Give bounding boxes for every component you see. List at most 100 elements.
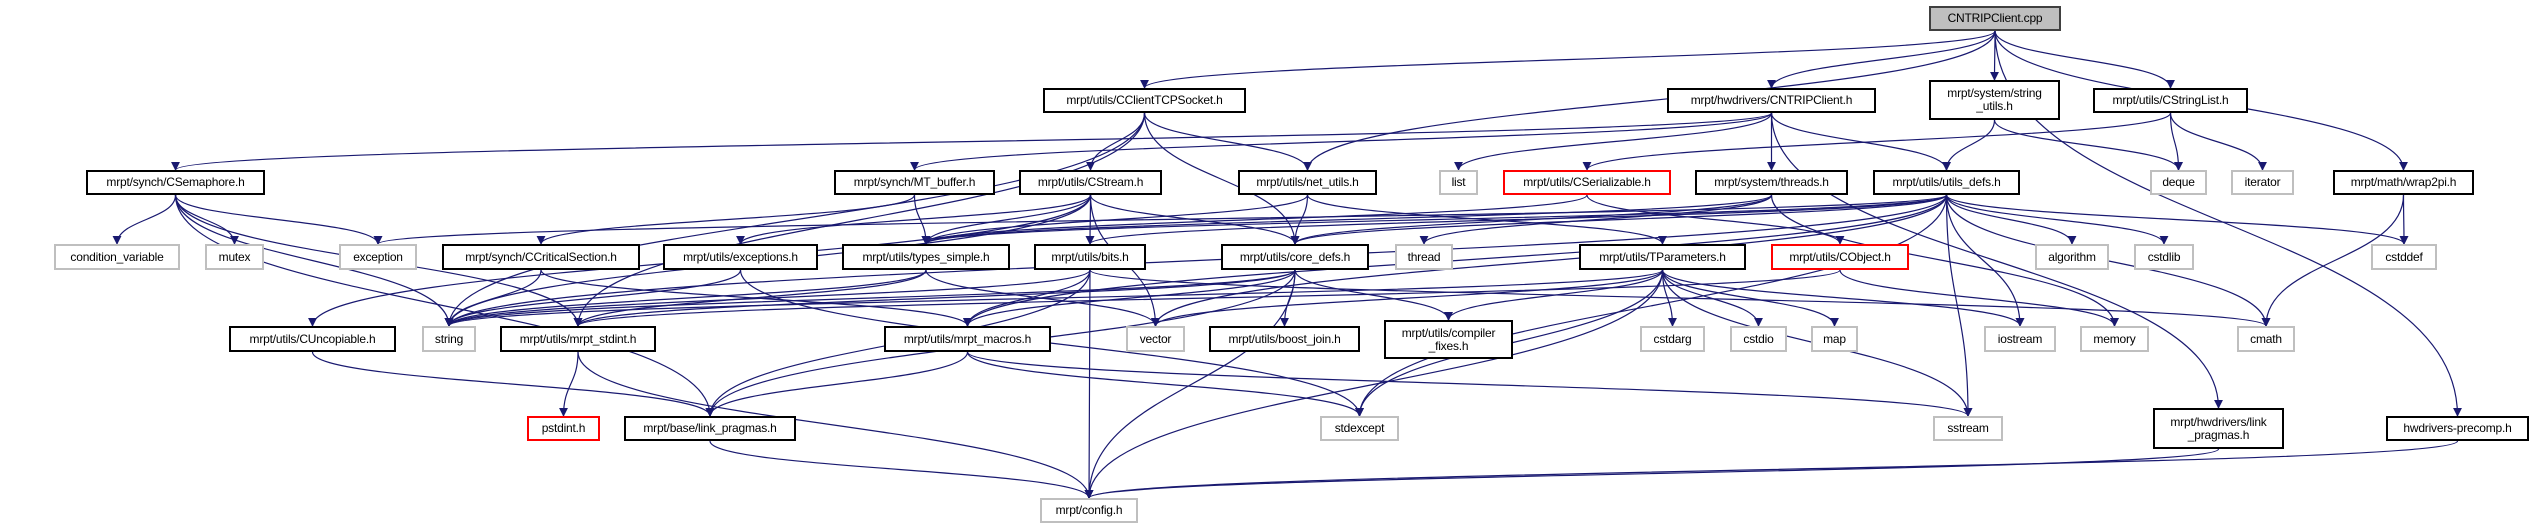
edge-cpp-to-netutils: [1303, 30, 1996, 171]
edge-macros-to-baselink: [705, 351, 969, 417]
edge-tcp-to-string: [444, 112, 1146, 327]
edge-cpp-to-strlist: [1994, 30, 2175, 89]
node-exception: exception: [339, 244, 417, 270]
edge-sem-to-string: [174, 194, 454, 327]
edge-utilsdefs-to-iostream: [1945, 194, 2025, 327]
edge-utilsdefs-to-cstddef: [1945, 194, 2409, 245]
node-thread: thread: [1395, 244, 1453, 270]
edge-types-to-string: [444, 269, 927, 327]
node-critsec[interactable]: mrpt/synch/CCriticalSection.h: [442, 244, 640, 270]
edge-netutils-to-coredefs: [1290, 194, 1309, 245]
node-coredefs[interactable]: mrpt/utils/core_defs.h: [1221, 244, 1369, 270]
edge-exceptions-to-string: [444, 269, 742, 327]
node-baselink[interactable]: mrpt/base/link_pragmas.h: [624, 416, 796, 441]
edge-strlist-to-iterator: [2169, 112, 2267, 171]
edge-stdint-to-pstdint: [559, 351, 579, 417]
edge-baselink-to-config: [709, 440, 1094, 499]
node-cobject[interactable]: mrpt/utils/CObject.h: [1771, 244, 1909, 270]
edge-macros-to-sstream: [966, 351, 1973, 417]
edge-tparams-to-compfix: [1444, 269, 1664, 321]
node-utilsdefs[interactable]: mrpt/utils/utils_defs.h: [1873, 170, 2020, 195]
edge-types-to-stdint: [573, 269, 927, 327]
node-list: list: [1439, 170, 1478, 195]
edge-tparams-to-string: [444, 269, 1664, 327]
node-threads[interactable]: mrpt/system/threads.h: [1695, 170, 1848, 195]
edge-strlist-to-deque: [2169, 112, 2183, 171]
edge-sem-to-baselink: [174, 194, 715, 417]
edge-tcp-to-cstream: [1086, 112, 1146, 171]
edge-ntripH-to-utilsdefs: [1770, 112, 1951, 171]
edge-cobject-to-stdint: [573, 269, 1841, 327]
edge-strutils-to-utilsdefs: [1942, 119, 1996, 171]
edge-utilsdefs-to-exception: [374, 194, 1948, 245]
edge-mtbuf-to-critsec: [536, 194, 916, 245]
node-tcp[interactable]: mrpt/utils/CClientTCPSocket.h: [1043, 88, 1246, 113]
node-tparams[interactable]: mrpt/utils/TParameters.h: [1579, 244, 1746, 270]
edge-tparams-to-iostream: [1661, 269, 2025, 327]
edge-bits-to-cmath: [1089, 269, 2271, 327]
edge-netutils-to-tparams: [1306, 194, 1667, 245]
node-deque: deque: [2150, 170, 2207, 195]
edge-utilsdefs-to-vector: [1151, 194, 1948, 327]
node-config: mrpt/config.h: [1040, 498, 1138, 523]
node-algorithm: algorithm: [2035, 244, 2109, 270]
node-iostream: iostream: [1984, 326, 2056, 352]
edge-coredefs-to-config: [1084, 269, 1296, 499]
edge-utilsdefs-to-coredefs: [1290, 194, 1948, 245]
node-memory: memory: [2080, 326, 2149, 352]
node-sstream: sstream: [1933, 416, 2003, 441]
edge-precomp-to-config: [1084, 440, 2459, 499]
edge-tparams-to-cstdio: [1661, 269, 1763, 327]
edge-threads-to-memory: [1770, 194, 2119, 327]
node-cser[interactable]: mrpt/utils/CSerializable.h: [1503, 170, 1671, 195]
edge-netutils-to-types: [921, 194, 1309, 245]
node-pstdint[interactable]: pstdint.h: [527, 416, 600, 441]
edge-utilsdefs-to-algorithm: [1945, 194, 2077, 245]
edge-tparams-to-vector: [1151, 269, 1664, 327]
node-bits[interactable]: mrpt/utils/bits.h: [1034, 244, 1146, 270]
edge-threads-to-types: [921, 194, 1773, 245]
node-cmath: cmath: [2237, 326, 2295, 352]
node-wrap2pi[interactable]: mrpt/math/wrap2pi.h: [2333, 170, 2474, 195]
node-mutex: mutex: [205, 244, 264, 270]
node-sem[interactable]: mrpt/synch/CSemaphore.h: [86, 170, 265, 195]
node-exceptions[interactable]: mrpt/utils/exceptions.h: [663, 244, 818, 270]
node-stdint[interactable]: mrpt/utils/mrpt_stdint.h: [500, 326, 656, 352]
edge-ntripH-to-mtbuf: [910, 112, 1773, 171]
edge-uncop-to-baselink: [311, 351, 715, 417]
edge-utilsdefs-to-string: [444, 194, 1948, 327]
edge-sem-to-exception: [174, 194, 383, 245]
edge-cser-to-types: [921, 194, 1588, 245]
node-uncop[interactable]: mrpt/utils/CUncopiable.h: [229, 326, 396, 352]
node-hwlink[interactable]: mrpt/hwdrivers/link _pragmas.h: [2153, 408, 2284, 449]
edge-bits-to-string: [444, 269, 1091, 327]
node-compfix[interactable]: mrpt/utils/compiler _fixes.h: [1384, 320, 1513, 359]
node-boost[interactable]: mrpt/utils/boost_join.h: [1209, 326, 1360, 352]
edge-threads-to-thread: [1419, 194, 1773, 245]
node-cpp[interactable]: CNTRIPClient.cpp: [1929, 6, 2061, 31]
edge-coredefs-to-string: [444, 269, 1296, 327]
edge-critsec-to-string: [444, 269, 542, 327]
node-ntripH[interactable]: mrpt/hwdrivers/CNTRIPClient.h: [1667, 88, 1876, 113]
edge-tparams-to-cstdarg: [1661, 269, 1677, 327]
edge-strutils-to-deque: [1993, 119, 2183, 171]
edge-utilsdefs-to-types: [921, 194, 1948, 245]
node-strutils[interactable]: mrpt/system/string _utils.h: [1929, 80, 2060, 120]
node-cstdlib: cstdlib: [2134, 244, 2194, 270]
edge-coredefs-to-macros: [963, 269, 1296, 327]
node-precomp[interactable]: hwdrivers-precomp.h: [2386, 416, 2529, 441]
node-strlist[interactable]: mrpt/utils/CStringList.h: [2093, 88, 2248, 113]
edge-stdint-to-config: [577, 351, 1094, 499]
node-types[interactable]: mrpt/utils/types_simple.h: [842, 244, 1010, 270]
edge-wrap2pi-to-cmath: [2261, 194, 2405, 327]
node-mtbuf[interactable]: mrpt/synch/MT_buffer.h: [834, 170, 995, 195]
edge-utilsdefs-to-bits: [1085, 194, 1948, 245]
edge-cstream-to-exceptions: [736, 194, 1092, 245]
node-iterator: iterator: [2231, 170, 2294, 195]
node-macros[interactable]: mrpt/utils/mrpt_macros.h: [884, 326, 1051, 352]
edge-cser-to-cobject: [1586, 194, 1845, 245]
node-netutils[interactable]: mrpt/utils/net_utils.h: [1238, 170, 1377, 195]
node-cstream[interactable]: mrpt/utils/CStream.h: [1019, 170, 1162, 195]
node-string: string: [422, 326, 476, 352]
node-condvar: condition_variable: [54, 244, 180, 270]
